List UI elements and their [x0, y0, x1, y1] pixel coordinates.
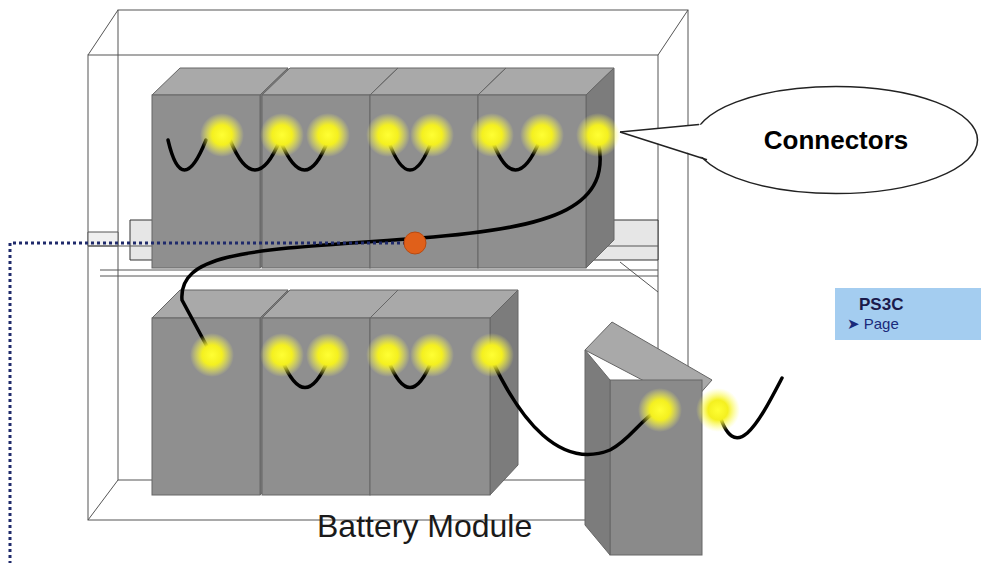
battery-cells-top — [152, 68, 614, 268]
module-caption: Battery Module — [317, 508, 532, 545]
bubble-tail-edge — [620, 132, 707, 160]
speech-bubble: Connectors — [693, 85, 979, 195]
cables — [168, 140, 782, 454]
bubble-tail-edge — [620, 125, 699, 132]
spare-battery — [585, 322, 712, 555]
battery-cells-bottom — [152, 290, 518, 495]
node-title: Connectors — [764, 125, 908, 156]
page-reference-tab: PS3C➤ Page — [835, 288, 981, 340]
bubble-tail-fill — [620, 125, 711, 160]
node-title: PS3C — [847, 295, 971, 315]
node-text: ➤ Page — [847, 315, 971, 333]
connector-glows — [190, 113, 740, 432]
bubble-ellipse — [695, 87, 978, 194]
sensor-dot — [404, 232, 426, 254]
